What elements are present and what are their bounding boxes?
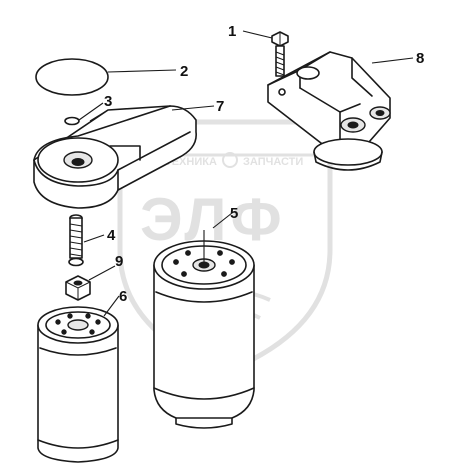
callout-8: 8 (416, 50, 424, 67)
callout-7: 7 (216, 98, 224, 115)
valve-spring (68, 214, 84, 267)
o-ring (64, 116, 80, 126)
fuel-filter-cartridge-small (37, 306, 119, 463)
callout-4: 4 (107, 227, 116, 244)
callout-5: 5 (230, 205, 238, 222)
fuel-filter-cartridge-large (153, 240, 255, 429)
callout-6: 6 (119, 288, 127, 305)
bolt (271, 31, 289, 77)
filter-housing-head (33, 105, 197, 209)
watermark-left-text: ТЕХНИКА (165, 156, 217, 168)
callout-labels: 1 2 3 4 5 6 7 8 9 (104, 23, 424, 305)
watermark-right-text: ЗАПЧАСТИ (243, 156, 303, 168)
bracket-filter-head (267, 51, 391, 171)
callout-9: 9 (115, 253, 123, 270)
cover-disc (35, 58, 109, 96)
callout-2: 2 (180, 63, 188, 80)
callout-1: 1 (228, 23, 236, 40)
callout-3: 3 (104, 93, 112, 110)
leader-lines (78, 30, 414, 317)
hex-nut (65, 275, 91, 301)
